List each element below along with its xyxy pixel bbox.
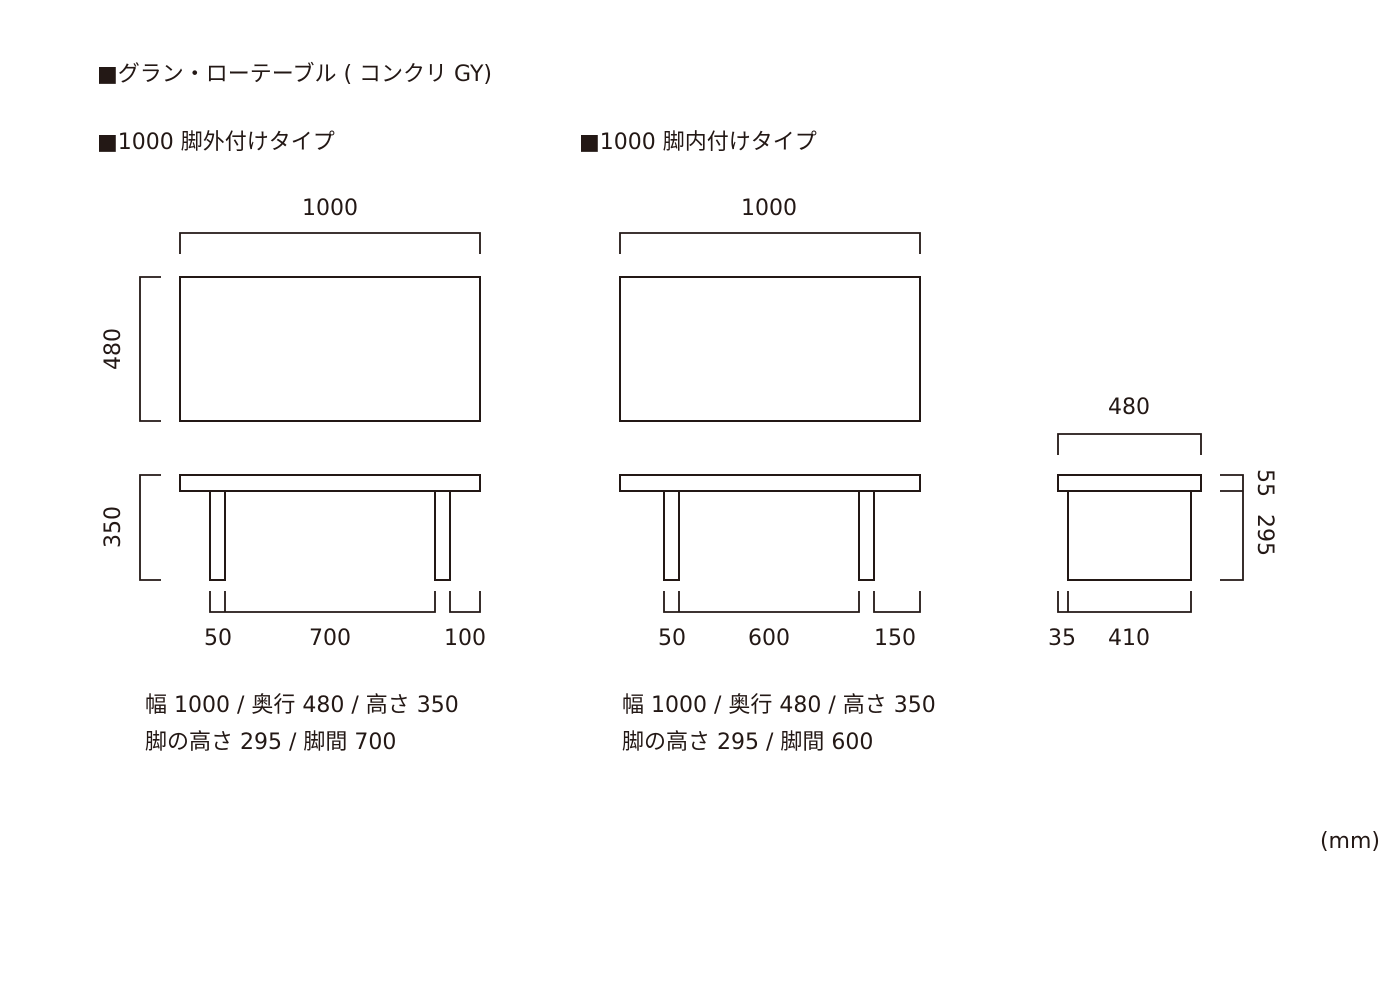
spec-line: 脚の高さ 295 / 脚間 600 xyxy=(622,730,873,755)
drawing-title: ■グラン・ローテーブル ( コンクリ GY) xyxy=(97,62,492,87)
variant-outer-legs: ■1000 脚外付けタイプ 1000 480 350 50 700 100 幅 … xyxy=(97,130,486,755)
variant-inner-legs: ■1000 脚内付けタイプ 1000 50 600 150 幅 1000 / 奥… xyxy=(579,130,936,755)
side-view: 480 55 295 35 410 xyxy=(1048,395,1277,651)
depth-label: 480 xyxy=(101,328,126,370)
leg-dim-label: 600 xyxy=(748,626,790,651)
leg-dim-label: 150 xyxy=(874,626,916,651)
leg-left xyxy=(209,490,226,581)
front-view-top xyxy=(619,474,921,492)
leg-left xyxy=(663,490,680,581)
leg-dimension-lines xyxy=(209,591,481,613)
top-thickness-label: 55 xyxy=(1252,469,1277,497)
top-view xyxy=(179,276,481,422)
leg-dim-label: 700 xyxy=(309,626,351,651)
unit-label: (mm) xyxy=(1320,829,1380,854)
top-view xyxy=(619,276,921,422)
depth-dimension-line xyxy=(139,276,161,422)
bottom-dimension-lines xyxy=(1057,591,1192,613)
bottom-dim-label: 35 xyxy=(1048,626,1076,651)
depth-dimension-line xyxy=(1057,433,1202,455)
side-leg-panel xyxy=(1067,490,1192,581)
spec-line: 幅 1000 / 奥行 480 / 高さ 350 xyxy=(145,693,459,718)
leg-right xyxy=(858,490,875,581)
leg-dim-label: 50 xyxy=(658,626,686,651)
leg-dim-label: 50 xyxy=(204,626,232,651)
width-label: 1000 xyxy=(302,196,358,221)
height-label: 350 xyxy=(101,506,126,548)
leg-right xyxy=(434,490,451,581)
leg-dimension-lines xyxy=(663,591,921,613)
leg-dim-label: 100 xyxy=(444,626,486,651)
front-view-top xyxy=(179,474,481,492)
leg-height-label: 295 xyxy=(1252,514,1277,556)
width-dimension-line xyxy=(619,232,921,254)
side-top xyxy=(1057,474,1202,492)
variant-heading: ■1000 脚内付けタイプ xyxy=(579,130,817,155)
variant-heading: ■1000 脚外付けタイプ xyxy=(97,130,335,155)
height-dimension-lines xyxy=(1220,474,1244,581)
width-dimension-line xyxy=(179,232,481,254)
depth-label: 480 xyxy=(1108,395,1150,420)
height-dimension-line xyxy=(139,474,161,581)
spec-line: 脚の高さ 295 / 脚間 700 xyxy=(145,730,396,755)
spec-line: 幅 1000 / 奥行 480 / 高さ 350 xyxy=(622,693,936,718)
width-label: 1000 xyxy=(741,196,797,221)
bottom-dim-label: 410 xyxy=(1108,626,1150,651)
